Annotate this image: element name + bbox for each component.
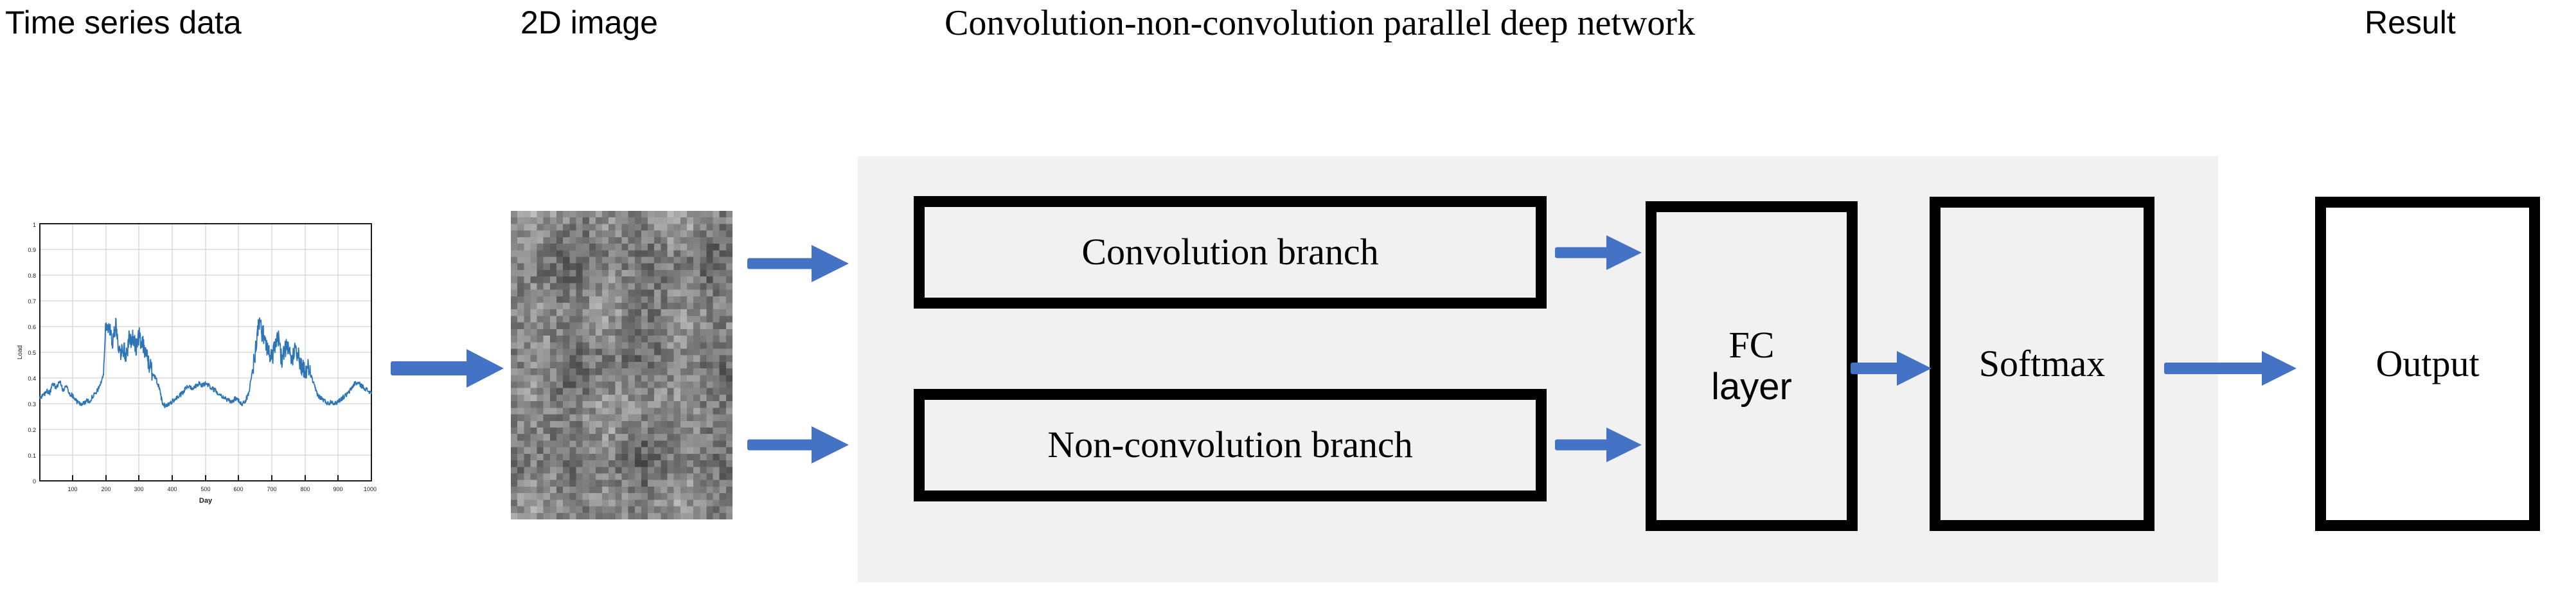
- chart-svg: 0 0.1 0.2 0.3 0.4 0.5 0.6 0.7 0.8 0.9 1: [17, 222, 377, 505]
- svg-text:800: 800: [300, 486, 310, 492]
- arrow-shaft: [1555, 439, 1617, 451]
- fc-layer-box[interactable]: FC layer: [1646, 201, 1858, 531]
- arrow-head-icon: [1897, 351, 1932, 386]
- svg-text:0.9: 0.9: [28, 247, 36, 253]
- nonconv-branch-box[interactable]: Non-convolution branch: [914, 389, 1547, 501]
- svg-text:200: 200: [101, 486, 111, 492]
- svg-text:300: 300: [134, 486, 143, 492]
- svg-text:0.5: 0.5: [28, 350, 36, 356]
- svg-text:0.4: 0.4: [28, 375, 36, 382]
- nonconv-branch-label: Non-convolution branch: [1047, 424, 1413, 466]
- arrow-shaft: [391, 361, 481, 375]
- svg-text:0.3: 0.3: [28, 401, 36, 408]
- chart-x-ticklabels: 100 200 300 400 500 600 700 800 900 1000: [67, 486, 377, 492]
- header-result: Result: [2365, 4, 2456, 40]
- fc-layer-label-line1: FC: [1728, 323, 1775, 366]
- svg-text:1: 1: [33, 222, 36, 228]
- arrow-shaft: [1851, 363, 1908, 374]
- arrow-shaft: [2164, 363, 2273, 374]
- svg-text:900: 900: [333, 486, 342, 492]
- 2d-image-thumbnail: [511, 211, 733, 519]
- chart-y-ticklabels: 0 0.1 0.2 0.3 0.4 0.5 0.6 0.7 0.8 0.9 1: [28, 222, 36, 485]
- header-time-series: Time series data: [5, 4, 242, 40]
- arrow-head-icon: [1606, 235, 1642, 270]
- svg-text:600: 600: [233, 486, 243, 492]
- chart-x-ticks: [72, 475, 339, 481]
- svg-text:0.1: 0.1: [28, 453, 36, 459]
- header-2d-image: 2D image: [520, 4, 658, 40]
- fc-layer-label-line2: layer: [1711, 365, 1792, 408]
- svg-text:100: 100: [67, 486, 77, 492]
- softmax-box[interactable]: Softmax: [1930, 197, 2154, 531]
- fc-layer-label-group: FC layer: [1711, 323, 1792, 408]
- arrow-shaft: [747, 439, 824, 451]
- svg-text:0: 0: [33, 478, 36, 485]
- arrow-head-icon: [812, 426, 849, 464]
- softmax-label: Softmax: [1978, 342, 2106, 384]
- svg-text:400: 400: [167, 486, 177, 492]
- svg-text:0.7: 0.7: [28, 298, 36, 305]
- svg-text:0.2: 0.2: [28, 427, 36, 433]
- output-label: Output: [2376, 342, 2480, 384]
- svg-text:500: 500: [200, 486, 210, 492]
- chart-xlabel: Day: [199, 497, 213, 505]
- conv-branch-label: Convolution branch: [1081, 231, 1379, 273]
- arrow-shaft: [1555, 247, 1617, 258]
- arrow-head-icon: [2262, 351, 2296, 386]
- chart-series-line: [39, 317, 372, 409]
- chart-ylabel: Load: [17, 345, 24, 359]
- svg-text:0.8: 0.8: [28, 273, 36, 279]
- chart-grid: [40, 224, 371, 481]
- arrow-head-icon: [1606, 428, 1642, 462]
- conv-branch-box[interactable]: Convolution branch: [914, 196, 1547, 309]
- arrow-head-icon: [466, 349, 504, 388]
- arrow-head-icon: [812, 245, 849, 282]
- time-series-chart: 0 0.1 0.2 0.3 0.4 0.5 0.6 0.7 0.8 0.9 1: [13, 212, 398, 514]
- header-network-title: Convolution-non-convolution parallel dee…: [945, 3, 1695, 43]
- svg-text:0.6: 0.6: [28, 324, 36, 330]
- svg-text:700: 700: [267, 486, 276, 492]
- output-box[interactable]: Output: [2315, 197, 2540, 531]
- arrow-shaft: [747, 258, 824, 269]
- svg-text:1000: 1000: [364, 486, 377, 492]
- 2d-image-svg: [511, 211, 733, 519]
